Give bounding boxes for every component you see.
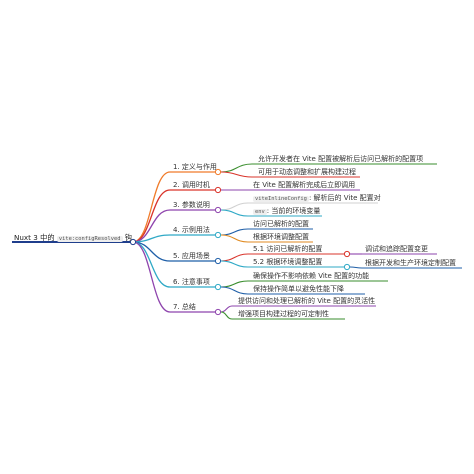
- edge-root-b2: [132, 189, 171, 243]
- node-b1[interactable]: [214, 168, 222, 176]
- param-env-code: env: [253, 209, 267, 215]
- leaf-env-adjust[interactable]: 根据环境调整配置: [253, 233, 309, 241]
- node-subtopic-5-2[interactable]: [343, 263, 351, 271]
- root-code: vite:configResolved: [56, 236, 123, 242]
- edge-root-b3: [132, 209, 171, 243]
- edge-root-b6: [132, 241, 171, 288]
- edge-root-b1: [132, 171, 171, 243]
- edge-b6-child-0: [220, 280, 249, 288]
- root-prefix: Nuxt 3 中的: [14, 233, 55, 242]
- param-env-desc: : 当前的环境变量: [266, 207, 321, 215]
- leaf-param-env[interactable]: env: 当前的环境变量: [253, 207, 320, 217]
- branch-parameters[interactable]: 3. 参数说明: [173, 201, 210, 209]
- branch-summary[interactable]: 7. 总结: [173, 303, 196, 311]
- edge-b4-child-1: [220, 234, 249, 243]
- leaf-custom-env[interactable]: 根据开发和生产环境定制配置: [365, 259, 456, 267]
- branch-notes[interactable]: 6. 注意事项: [173, 278, 210, 286]
- branch-use-cases[interactable]: 5. 应用场景: [173, 252, 210, 260]
- leaf-dynamic-adjust[interactable]: 可用于动态调整和扩展构建过程: [258, 168, 356, 176]
- node-subtopic-5-1[interactable]: [343, 250, 351, 258]
- node-b7[interactable]: [214, 308, 222, 316]
- root-topic[interactable]: Nuxt 3 中的 vite:configResolved 钩: [14, 233, 132, 244]
- edge-b5-child-1: [220, 260, 249, 268]
- branch-definition[interactable]: 1. 定义与作用: [173, 163, 217, 171]
- edge-b1-child-1: [220, 171, 253, 178]
- leaf-param-config[interactable]: viteInlineConfig: 解析后的 Vite 配置对: [253, 194, 381, 204]
- edge-b7-child-0: [220, 305, 233, 313]
- edge-b4-child-0: [220, 228, 249, 236]
- edge-b1-child-0: [220, 163, 253, 173]
- leaf-allow-access[interactable]: 允许开发者在 Vite 配置被解析后访问已解析的配置项: [258, 155, 424, 163]
- node-b2[interactable]: [214, 186, 222, 194]
- edge-b3-child-1: [220, 209, 249, 217]
- param-config-code: viteInlineConfig: [253, 196, 309, 202]
- edge-b7-child-1: [220, 311, 233, 320]
- leaf-access-resolved[interactable]: 访问已解析的配置: [253, 220, 309, 228]
- leaf-called-after-resolve[interactable]: 在 Vite 配置解析完成后立即调用: [253, 181, 356, 189]
- leaf-debug-trace[interactable]: 调试和追踪配置变更: [365, 245, 428, 253]
- branch-call-timing[interactable]: 2. 调用时机: [173, 181, 210, 189]
- edge-b5-child-0: [220, 253, 249, 262]
- leaf-keep-simple[interactable]: 保持操作简单以避免性能下降: [253, 285, 344, 293]
- leaf-no-side-effects[interactable]: 确保操作不影响依赖 Vite 配置的功能: [253, 272, 370, 280]
- edge-root-b7: [132, 241, 171, 313]
- root-suffix: 钩: [124, 233, 132, 242]
- node-b6[interactable]: [214, 283, 222, 291]
- leaf-customizability[interactable]: 增强项目构建过程的可定制性: [238, 310, 329, 318]
- param-config-desc: : 解析后的 Vite 配置对: [308, 194, 381, 202]
- edge-b3-child-0: [220, 202, 249, 211]
- branch-example-usage[interactable]: 4. 示例用法: [173, 226, 210, 234]
- subtopic-5-2[interactable]: 5.2 根据环境调整配置: [253, 258, 323, 266]
- node-b4[interactable]: [214, 231, 222, 239]
- leaf-flexibility[interactable]: 提供访问和处理已解析的 Vite 配置的灵活性: [238, 297, 376, 305]
- edge-5-2-leaf: [349, 266, 363, 269]
- node-b5[interactable]: [214, 257, 222, 265]
- node-b3[interactable]: [214, 206, 222, 214]
- subtopic-5-1[interactable]: 5.1 访问已解析的配置: [253, 245, 323, 253]
- node-root[interactable]: [129, 238, 137, 246]
- edge-b6-child-1: [220, 286, 249, 295]
